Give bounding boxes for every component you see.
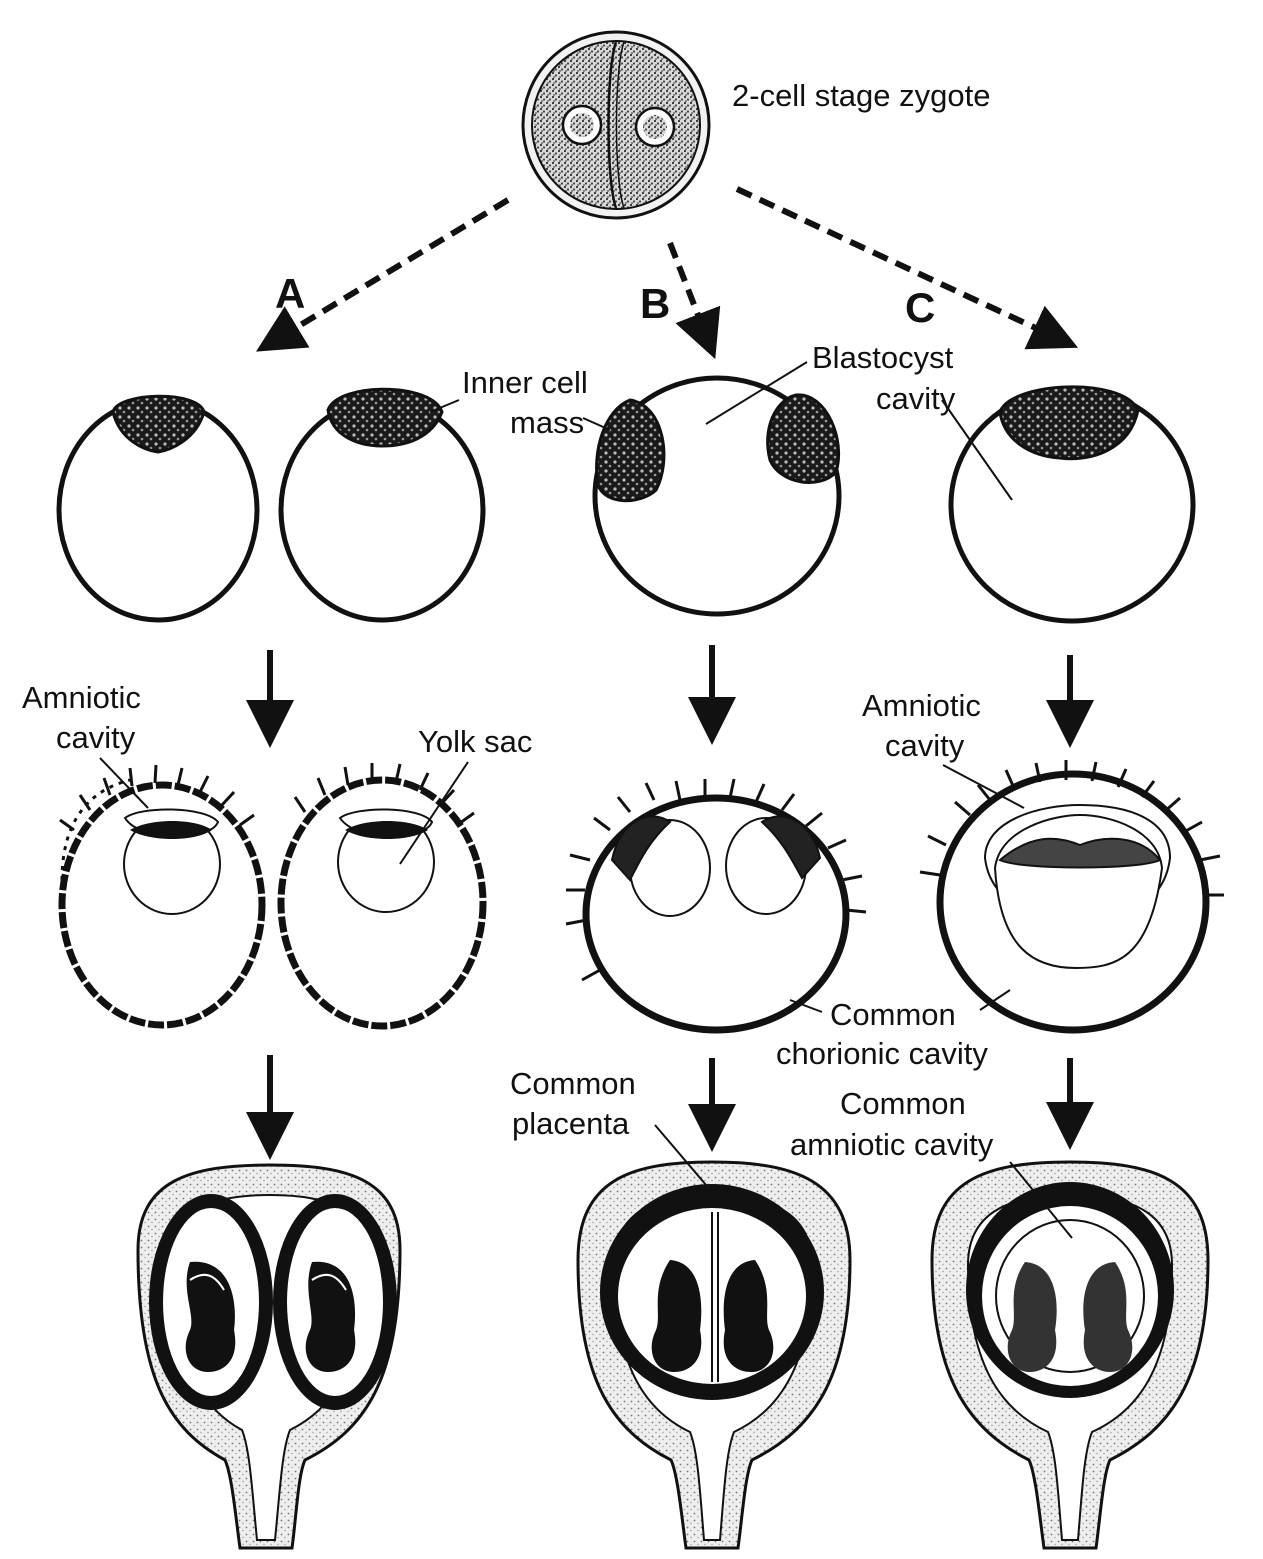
common-placenta-label-line2: placenta — [512, 1106, 630, 1141]
common-placenta-leader — [654, 1124, 713, 1193]
common-chorionic-cavity-leader-b — [789, 999, 823, 1013]
common-chorionic-cavity-leader-c — [979, 989, 1011, 1011]
inner-cell-mass-label-line2: mass — [510, 405, 584, 440]
chorionic-sac-a-right — [277, 763, 487, 1030]
panel-label-b: B — [640, 280, 670, 327]
chorionic-sac-a-left — [58, 764, 266, 1029]
inner-cell-mass-leader-right — [582, 417, 611, 431]
inner-cell-mass-label-line1: Inner cell — [462, 365, 588, 400]
amniotic-cavity-a-leader — [99, 757, 149, 809]
amniotic-cavity-c-label-line2: cavity — [885, 728, 965, 763]
zygote — [521, 30, 711, 220]
blastocyst-cavity-label-line1: Blastocyst — [812, 340, 954, 375]
common-chorionic-cavity-label-line2: chorionic cavity — [776, 1036, 988, 1071]
amniotic-cavity-c-label-line1: Amniotic — [862, 688, 981, 723]
common-amniotic-cavity-label-line1: Common — [840, 1086, 966, 1121]
amniotic-cavity-a-label-line2: cavity — [56, 720, 136, 755]
zygote-label: 2-cell stage zygote — [732, 78, 990, 113]
blastocyst-cavity-label-line2: cavity — [876, 381, 956, 416]
uterus-c — [930, 1160, 1210, 1550]
chorionic-sac-c — [919, 760, 1224, 1034]
uterus-a — [136, 1163, 402, 1550]
panel-label-c: C — [905, 284, 935, 331]
dashed-arrow-a — [256, 197, 510, 352]
amniotic-cavity-c-leader — [942, 764, 1025, 809]
blastocyst-c — [948, 385, 1196, 624]
yolk-sac-leader — [399, 761, 469, 865]
dashed-arrow-c — [735, 186, 1079, 350]
blastocyst-a-left — [56, 394, 260, 623]
yolk-sac-label: Yolk sac — [418, 724, 532, 759]
dashed-arrow-b — [667, 241, 721, 360]
inner-cell-mass-leader-left — [429, 399, 460, 413]
blastocyst-b — [592, 375, 842, 617]
chorionic-sac-b — [565, 778, 867, 1034]
common-amniotic-cavity-label-line2: amniotic cavity — [790, 1127, 994, 1162]
amniotic-cavity-a-label-line1: Amniotic — [22, 680, 141, 715]
panel-label-a: A — [275, 270, 305, 317]
blastocyst-cavity-leader-c — [941, 399, 1013, 501]
common-amniotic-cavity-leader — [1009, 1161, 1073, 1239]
common-chorionic-cavity-label-line1: Common — [830, 997, 956, 1032]
blastocyst-a-right — [278, 387, 486, 623]
uterus-b — [576, 1160, 852, 1550]
blastocyst-cavity-leader-b — [705, 361, 808, 425]
common-placenta-label-line1: Common — [510, 1066, 636, 1101]
